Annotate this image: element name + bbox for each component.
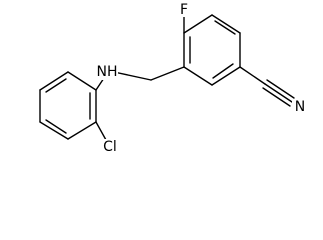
svg-text:F: F (180, 2, 188, 18)
chemical-structure: F NH N Cl (39, 2, 308, 155)
svg-text:Cl: Cl (103, 139, 117, 155)
ring-ch2-bond (150, 66, 185, 81)
ring-nitrile-bond (239, 66, 266, 85)
svg-text:NH: NH (97, 64, 118, 80)
amine-atom-label: NH (96, 64, 118, 80)
nitrile-nitrogen-label: N (292, 99, 308, 115)
ch2-nh-bond (113, 71, 152, 81)
svg-text:N: N (295, 99, 305, 115)
chloroaniline-ring (39, 71, 97, 140)
fluorine-atom-label: F (176, 2, 192, 18)
chlorine-atom-label: Cl (99, 139, 121, 155)
benzonitrile-ring (183, 14, 241, 86)
c-cl-bond (95, 121, 107, 141)
nitrile-triple-bond (262, 79, 295, 107)
